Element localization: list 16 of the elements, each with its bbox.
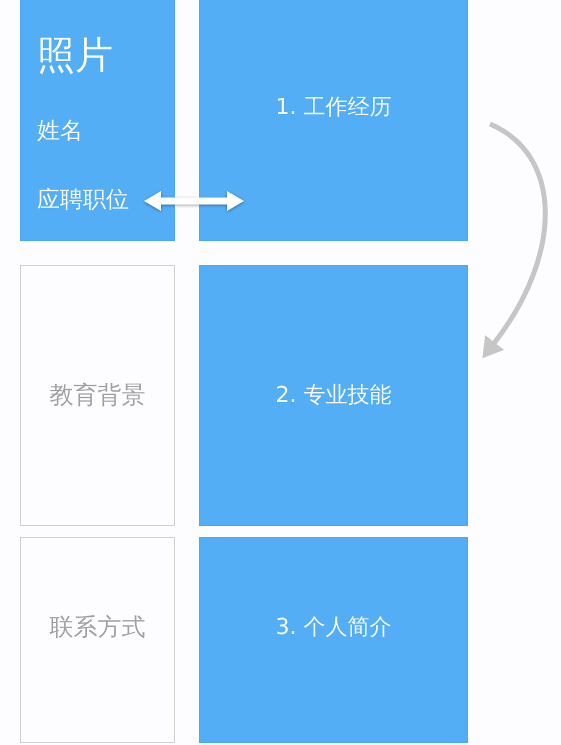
position-label: 应聘职位 [37,188,129,212]
section-title: 1. 工作经历 [276,96,392,118]
section-title: 联系方式 [50,615,146,639]
section-box [20,265,175,526]
double-arrow [144,191,244,211]
section-box [199,0,468,241]
name-label: 姓名 [37,120,83,142]
curved-arrow [483,122,548,359]
section-title: 3. 个人简介 [276,617,392,639]
info-box [20,0,175,241]
section-box [20,537,175,743]
section-title: 2. 专业技能 [276,384,392,406]
section-box [199,265,468,526]
section-box [199,537,468,743]
section-title: 教育背景 [50,382,146,406]
photo-label: 照片 [37,36,113,74]
